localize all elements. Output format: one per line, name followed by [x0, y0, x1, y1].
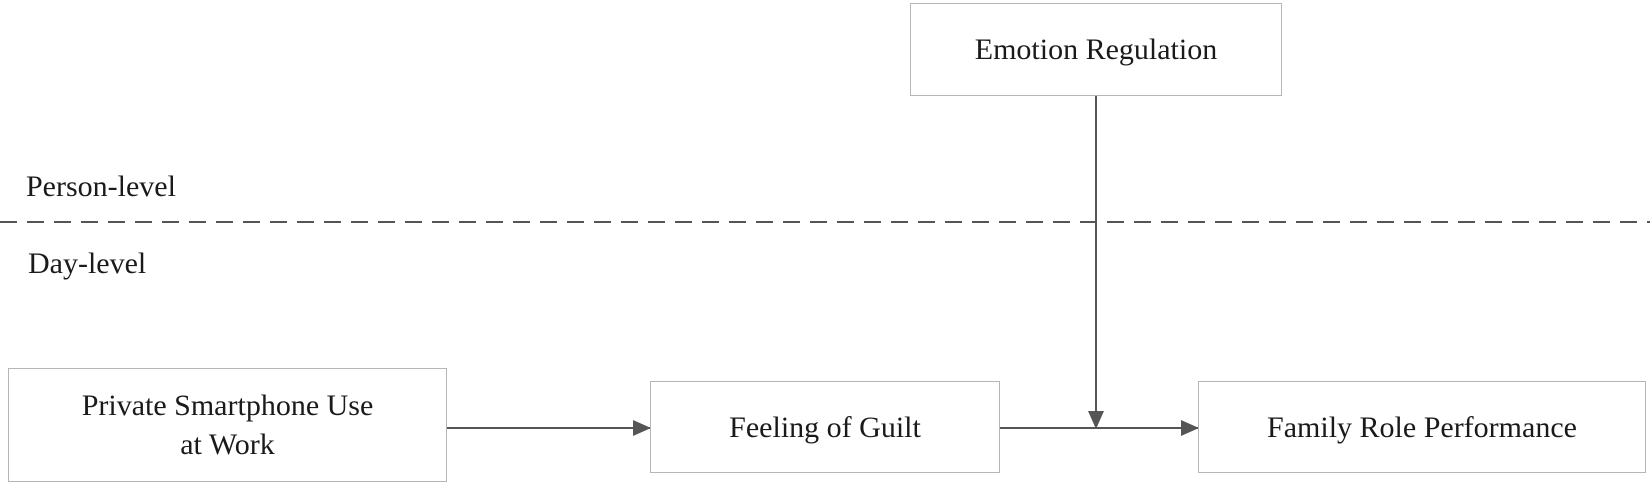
node-family-role-performance-label: Family Role Performance: [1267, 410, 1577, 444]
node-emotion-regulation: Emotion Regulation: [910, 3, 1282, 96]
person-level-label: Person-level: [26, 170, 176, 203]
node-private-smartphone-use-line2: at Work: [180, 428, 275, 461]
node-feeling-of-guilt-label: Feeling of Guilt: [729, 410, 921, 444]
day-level-label: Day-level: [28, 247, 147, 280]
node-emotion-regulation-label: Emotion Regulation: [974, 33, 1218, 66]
node-private-smartphone-use-line1: Private Smartphone Use: [81, 389, 374, 422]
node-private-smartphone-use: Private Smartphone Use at Work: [8, 368, 447, 482]
node-feeling-of-guilt: Feeling of Guilt: [650, 381, 1000, 473]
node-family-role-performance: Family Role Performance: [1198, 381, 1646, 473]
